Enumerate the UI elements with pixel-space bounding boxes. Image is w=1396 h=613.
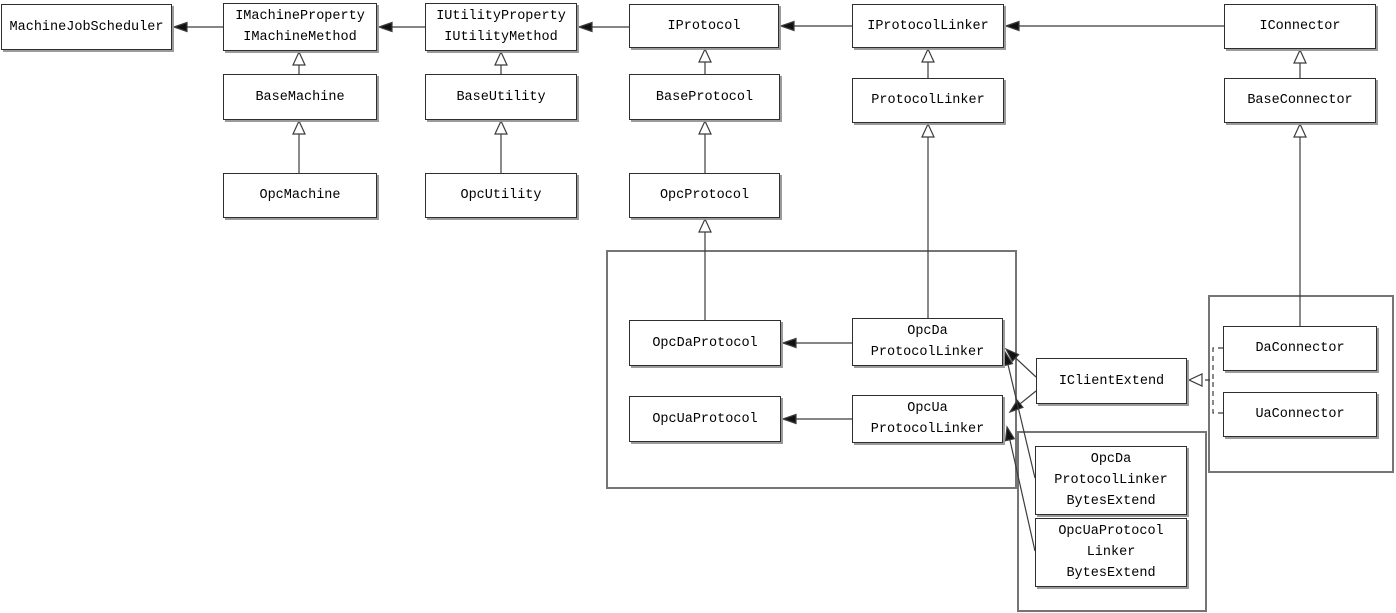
class-node-base-machine[interactable]: BaseMachine: [223, 74, 377, 120]
class-node-label: OpcUaProtocol: [1058, 524, 1164, 539]
class-node-label: IMachineProperty: [235, 9, 365, 24]
edge-head-iprotocol-to-iutility: [577, 21, 593, 33]
class-node-label: IUtilityProperty: [436, 9, 566, 24]
class-node-label: ProtocolLinker: [1054, 473, 1168, 488]
class-node-opc-protocol[interactable]: OpcProtocol: [629, 173, 780, 218]
class-node-i-protocol[interactable]: IProtocol: [629, 4, 779, 48]
class-node-base-protocol[interactable]: BaseProtocol: [629, 74, 780, 120]
edge-head-daconnector-realizes-iclientextend: [1187, 373, 1203, 387]
class-node-label: OpcUaProtocol: [652, 411, 758, 427]
class-node-label: IClientExtend: [1058, 373, 1165, 389]
class-node-i-protocol-linker[interactable]: IProtocolLinker: [852, 4, 1004, 48]
edge-head-baseutility-inherits-iutility: [494, 50, 508, 66]
class-node-label: BaseMachine: [255, 89, 345, 105]
class-node-label: OpcProtocol: [659, 188, 750, 203]
edge-head-protocollinker-inherits-iprotocollinker: [921, 47, 935, 63]
class-node-label: BytesExtend: [1066, 566, 1156, 581]
class-node-label: OpcMachine: [259, 188, 341, 203]
class-node-label: BytesExtend: [1066, 494, 1156, 509]
class-node-label: MachineJobScheduler: [9, 19, 164, 35]
class-node-label: OpcDa: [907, 324, 948, 339]
container-protocol-group: [606, 250, 1017, 489]
class-node-label: IConnector: [1259, 19, 1341, 34]
edge-head-opcutility-inherits-baseutility: [494, 119, 508, 135]
class-node-protocol-linker[interactable]: ProtocolLinker: [852, 78, 1004, 123]
edge-head-opcdalinker-inherits-protocollinker: [921, 122, 935, 138]
edge-head-basemachine-inherits-imachine: [292, 50, 306, 66]
class-node-label: ProtocolLinker: [871, 93, 985, 108]
edge-head-iconnector-to-iprotocollinker: [1004, 20, 1020, 32]
class-node-opc-utility[interactable]: OpcUtility: [425, 173, 577, 218]
edge-line-iclientextend-to-opcdalinker: [1015, 357, 1037, 378]
edge-head-baseprotocol-inherits-iprotocol: [698, 47, 712, 63]
class-node-opc-machine[interactable]: OpcMachine: [223, 173, 377, 218]
class-node-base-connector[interactable]: BaseConnector: [1224, 78, 1376, 123]
edge-head-iprotocollinker-to-iprotocol: [779, 20, 795, 32]
edge-line-iclientextend-to-opcualinker: [1019, 390, 1037, 405]
class-node-label: OpcDa: [1090, 452, 1132, 467]
class-node-label: Linker: [1086, 545, 1136, 560]
class-node-label: UaConnector: [1255, 407, 1345, 422]
class-node-opc-ua-protocol[interactable]: OpcUaProtocol: [629, 396, 781, 442]
class-node-i-client-extend[interactable]: IClientExtend: [1036, 358, 1187, 404]
edge-head-opcprotocol-inherits-baseprotocol: [698, 119, 712, 135]
class-node-label: ProtocolLinker: [870, 345, 985, 360]
class-node-label: OpcDaProtocol: [652, 335, 758, 351]
edge-head-daconnector-inherits-baseconnector: [1293, 122, 1307, 138]
class-node-base-utility[interactable]: BaseUtility: [425, 74, 577, 120]
class-node-label: DaConnector: [1255, 341, 1345, 356]
class-node-da-connector[interactable]: DaConnector: [1223, 326, 1377, 371]
edge-head-iutility-to-imachine: [377, 21, 393, 33]
class-node-label: BaseProtocol: [655, 89, 754, 105]
class-node-label: IProtocolLinker: [867, 18, 989, 34]
class-node-label: IMachineMethod: [243, 30, 357, 45]
class-node-label: OpcUtility: [460, 188, 542, 203]
class-node-i-connector[interactable]: IConnector: [1224, 4, 1376, 49]
class-node-ua-connector[interactable]: UaConnector: [1223, 392, 1377, 437]
edge-head-opcdaprotocol-inherits-opcprotocol: [698, 217, 712, 233]
container-connector-group: [1208, 295, 1394, 473]
class-node-machine-job-scheduler[interactable]: MachineJobScheduler: [1, 4, 172, 50]
class-node-label: IProtocol: [667, 18, 741, 34]
class-node-label: BaseUtility: [456, 89, 546, 105]
edge-head-baseconnector-inherits-iconnector: [1293, 48, 1307, 64]
class-node-label: BaseConnector: [1247, 93, 1353, 108]
class-node-label: ProtocolLinker: [870, 422, 985, 437]
class-node-label: IUtilityMethod: [444, 30, 558, 45]
class-node-opc-da-protocol[interactable]: OpcDaProtocol: [629, 320, 781, 366]
class-node-label: OpcUa: [907, 401, 948, 416]
edge-head-imachine-to-scheduler: [172, 21, 188, 33]
edge-head-opcmachine-inherits-basemachine: [292, 119, 306, 135]
